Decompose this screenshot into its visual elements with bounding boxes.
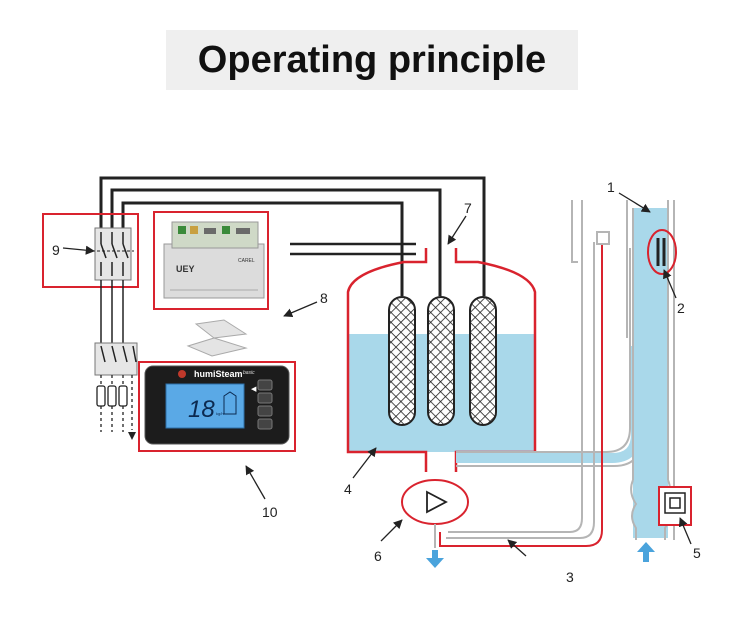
display-nav-left-icon: ◀ (251, 386, 257, 393)
controller-brand-label: UEY (176, 264, 195, 274)
main-contactor (42, 213, 139, 288)
callout-numbers: 1 2 3 4 5 6 7 8 9 10 (52, 179, 701, 585)
display-terminal: humiSteam basic 18 kg/h ◀ (138, 361, 296, 452)
drain-outlet-arrow (426, 550, 444, 568)
callout-arrows (62, 192, 692, 557)
display-cylinder-icon (223, 391, 237, 415)
callout-8: 8 (320, 290, 328, 306)
callout-7: 7 (464, 200, 472, 216)
electrode-left (388, 296, 416, 426)
drain-pump (401, 479, 469, 525)
electrode-center (427, 296, 455, 426)
callout-4: 4 (344, 481, 352, 497)
display-key-down[interactable] (257, 418, 273, 430)
level-sensor (647, 229, 677, 275)
display-key-up[interactable] (257, 392, 273, 404)
display-key-enter[interactable] (257, 405, 273, 417)
electrodes (388, 296, 497, 426)
control-cables (290, 242, 416, 256)
drain-pipe (439, 200, 610, 547)
display-reading: 18 (188, 396, 215, 423)
power-cables (99, 176, 486, 296)
fill-valve (658, 486, 692, 526)
ribbon-cable (186, 319, 248, 357)
display-product-suffix: basic (243, 370, 255, 376)
callout-1: 1 (607, 179, 615, 195)
display-unit: kg/h (216, 411, 224, 416)
diagram-title: Operating principle (197, 38, 547, 81)
controller-board: UEY CAREL (153, 211, 269, 310)
callout-9: 9 (52, 242, 60, 258)
display-lcd (165, 383, 245, 429)
display-key-menu[interactable] (257, 379, 273, 391)
title-banner: Operating principle (166, 30, 578, 90)
callout-3: 3 (566, 569, 574, 585)
fuse-block (94, 342, 138, 440)
electrode-right (469, 296, 497, 426)
display-product-name: humiSteam (194, 369, 243, 379)
controller-maker-label: CAREL (238, 258, 255, 264)
supply-cables (100, 280, 124, 343)
water-inlet-arrow (637, 542, 655, 562)
pump-symbol-icon (426, 490, 448, 514)
callout-6: 6 (374, 548, 382, 564)
callout-2: 2 (677, 300, 685, 316)
callout-10: 10 (262, 504, 278, 520)
callout-5: 5 (693, 545, 701, 561)
